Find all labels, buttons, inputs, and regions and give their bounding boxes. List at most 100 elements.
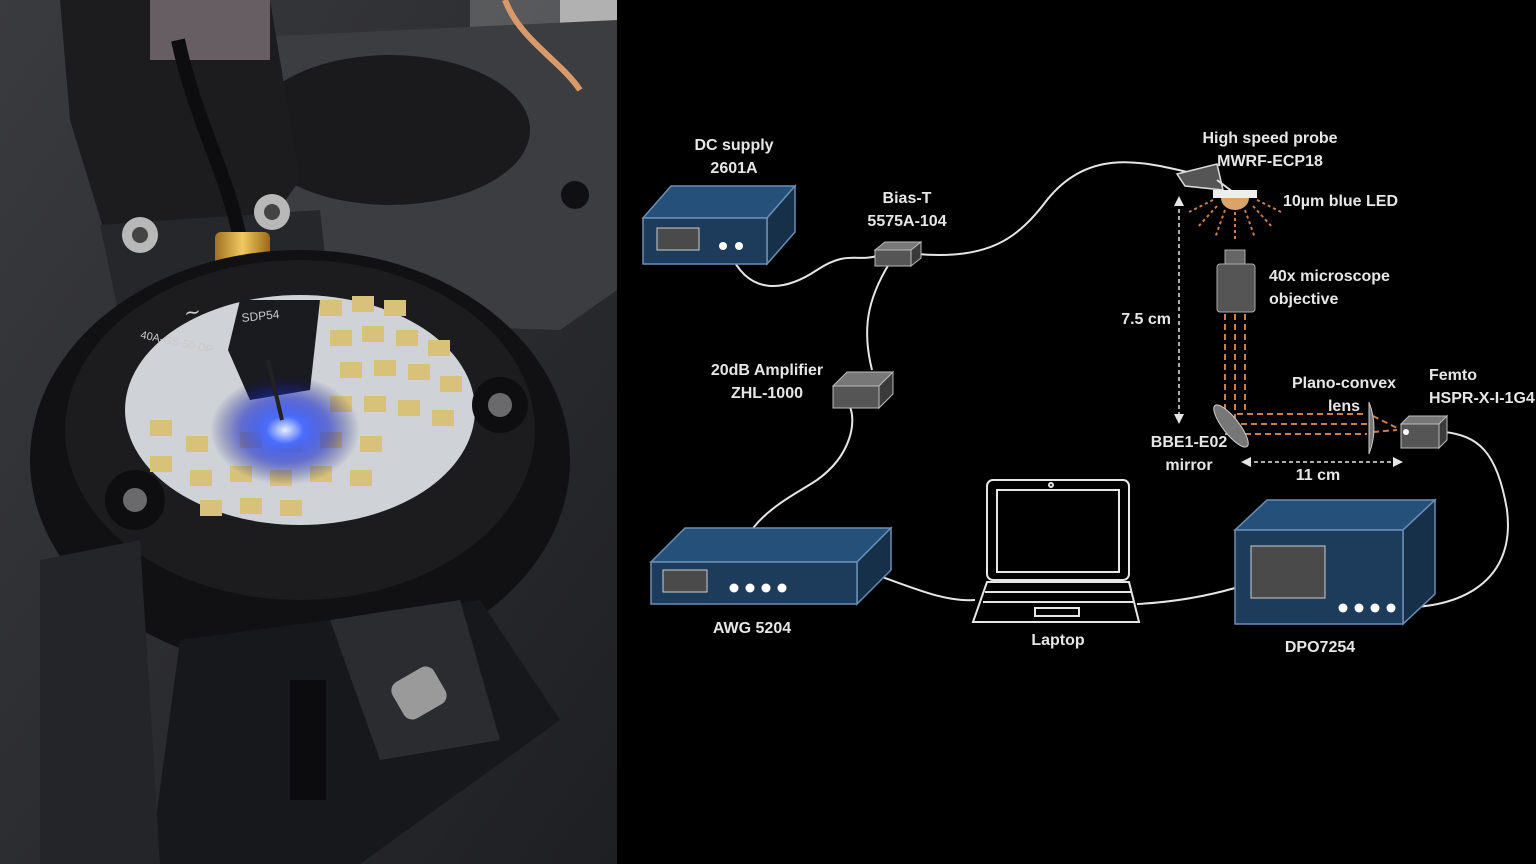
dc-supply-model: 2601A (710, 160, 758, 177)
plate-screw-hole (561, 181, 589, 209)
mirror-type: mirror (1165, 457, 1213, 474)
led-label: 10µm blue LED (1283, 193, 1399, 210)
scope-port (1386, 603, 1396, 613)
gold-pad (150, 420, 172, 436)
awg-display (662, 569, 708, 593)
stage-hole (250, 55, 530, 205)
probe-name: High speed probe (1202, 130, 1338, 147)
awg-port (745, 583, 755, 593)
mirror-label: BBE1-E02 mirror (1151, 431, 1227, 477)
gold-pad (374, 360, 396, 376)
micrometer-knob (391, 666, 447, 720)
objective-barrel (1216, 263, 1256, 313)
wire-biast-to-probe (916, 161, 1188, 256)
gold-pad (150, 456, 172, 472)
gold-pad (280, 500, 302, 516)
bias-t-label: Bias-T 5575A-104 (867, 187, 946, 233)
blue-led-glow (210, 375, 360, 485)
scope-port (1370, 603, 1380, 613)
amplifier-box (831, 370, 895, 410)
setup-schematic: DC supply 2601A Bias-T 5575A-104 20dB Am… (617, 0, 1536, 864)
ray (1252, 205, 1274, 229)
bias-t-name: Bias-T (882, 190, 932, 207)
horizontal-beam (1225, 413, 1398, 435)
orange-cable (502, 0, 583, 92)
wire-laptop-to-scope (1136, 587, 1236, 605)
laptop-screen (996, 489, 1120, 573)
arrowhead-left (1241, 457, 1251, 467)
arrowhead-right (1393, 457, 1403, 467)
detector-brand: Femto (1429, 367, 1477, 384)
objective-label: 40x microscope objective (1269, 265, 1390, 311)
oscilloscope-label: DPO7254 (1284, 639, 1356, 656)
probe-screw-right-socket (264, 204, 280, 220)
gold-pad (398, 400, 420, 416)
laptop-screen-frame (986, 479, 1130, 581)
vertical-distance-label: 7.5 cm (1121, 311, 1171, 328)
dc-supply-label: DC supply 2601A (694, 134, 773, 180)
photodetector (1399, 414, 1449, 450)
gold-pad (340, 362, 362, 378)
detector-aperture (1403, 429, 1409, 435)
probe-engraving-1: SDP54 (241, 307, 281, 325)
detector-model: HSPR-X-I-1G4 (1429, 390, 1535, 407)
gold-pad (186, 436, 208, 452)
left-stage-rail (40, 540, 160, 864)
scope-display (1250, 545, 1326, 599)
led-emitter (1221, 198, 1249, 210)
probe-brand-script: ~ (182, 299, 202, 325)
wire-dc-to-biast (726, 245, 878, 287)
dc-supply-name: DC supply (694, 137, 774, 154)
gold-pad (428, 340, 450, 356)
dc-supply (641, 184, 797, 266)
beam-line (1372, 429, 1398, 433)
gold-pad (240, 498, 262, 514)
scope-port (1354, 603, 1364, 613)
awg-port (761, 583, 771, 593)
gold-pad (440, 376, 462, 392)
probe-arm (60, 0, 300, 250)
gold-pad (408, 364, 430, 380)
bias-t-box (873, 240, 923, 268)
detector-label: Femto HSPR-X-I-1G4 (1429, 364, 1535, 410)
dimension-arrows (1178, 202, 1397, 463)
gold-pad (352, 296, 374, 312)
gold-pad (384, 300, 406, 316)
bias-t-front (874, 249, 912, 267)
microscope-objective (1216, 249, 1256, 313)
lens-label: Plano-convex lens (1292, 372, 1396, 418)
laptop-icon (971, 479, 1141, 623)
awg-instrument (649, 526, 893, 606)
dc-supply-terminal (735, 242, 743, 250)
led-chip (1213, 190, 1257, 210)
gold-pad (190, 470, 212, 486)
arrowhead-up (1174, 196, 1184, 206)
probe-label: High speed probe MWRF-ECP18 (1202, 127, 1337, 173)
dc-supply-display (656, 227, 700, 251)
detector-front (1400, 423, 1440, 449)
laptop-keyboard-base (971, 581, 1141, 623)
arrowhead-down (1174, 414, 1184, 424)
clamp-knob-right-center (488, 393, 512, 417)
coax-cable (171, 38, 247, 242)
horizontal-distance-label: 11 cm (1295, 467, 1341, 484)
wire-amp-to-biast (866, 263, 890, 371)
amplifier-label: 20dB Amplifier ZHL-1000 (711, 359, 823, 405)
gold-pad (364, 396, 386, 412)
ray (1256, 199, 1282, 213)
scope-port (1338, 603, 1348, 613)
ray (1214, 209, 1226, 239)
gold-pad (360, 436, 382, 452)
objective-tip (1224, 249, 1246, 265)
awg-label: AWG 5204 (712, 620, 792, 637)
probe-arm-tape (150, 0, 270, 60)
gold-pad (396, 330, 418, 346)
amplifier-name: 20dB Amplifier (710, 362, 824, 379)
gold-pad (362, 326, 384, 342)
scope-top (1233, 499, 1437, 531)
lens-type: lens (1327, 398, 1360, 415)
awg-port (729, 583, 739, 593)
led-emission-rays (1188, 199, 1282, 242)
oscilloscope-instrument (1233, 498, 1437, 626)
awg-top (649, 527, 893, 563)
